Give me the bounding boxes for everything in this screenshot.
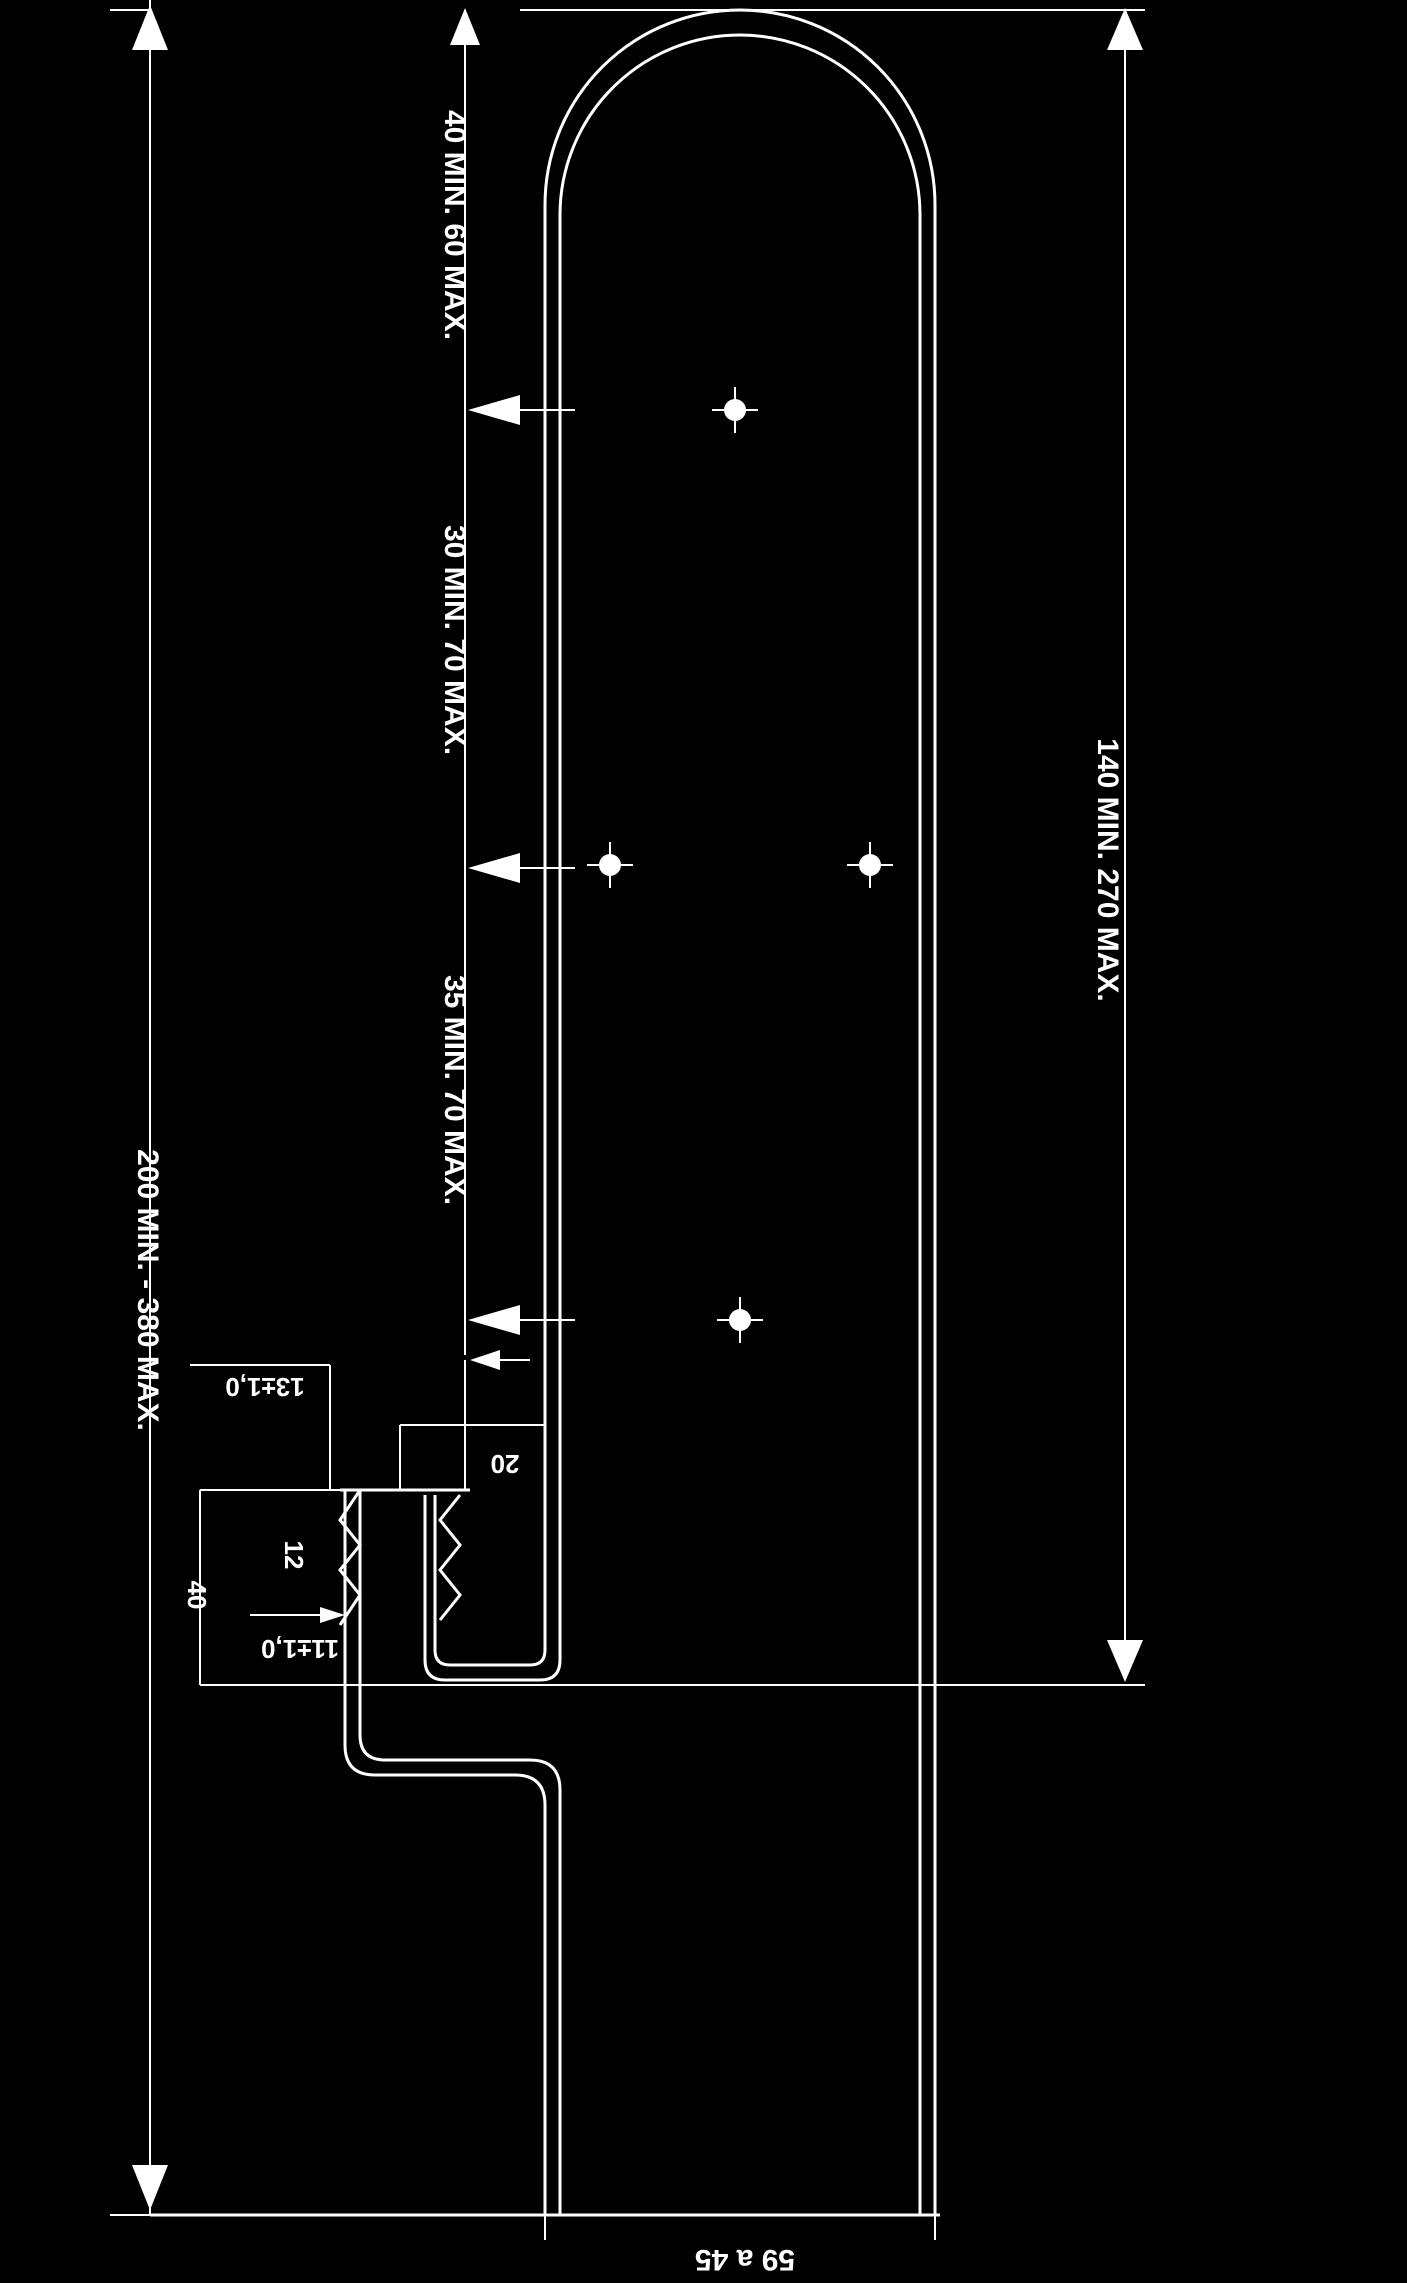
section-dimensions: 40 MIN. 60 MAX. 30 MIN. 70 MAX. 35 MIN. … bbox=[438, 8, 575, 1355]
crosshair-hole-icon bbox=[587, 842, 633, 888]
arrow-up-icon bbox=[450, 8, 480, 45]
middle-section-label: 30 MIN. 70 MAX. bbox=[438, 525, 471, 755]
reach-dimension: 140 MIN. 270 MAX. bbox=[200, 8, 1145, 1686]
arrow-down-icon bbox=[1107, 1640, 1143, 1682]
overall-dimension-label: 200 MIN. - 380 MAX. bbox=[131, 1149, 164, 1431]
crosshair-hole-icon bbox=[847, 842, 893, 888]
depth-label: 40 bbox=[182, 1581, 212, 1610]
offset-top-label: 13±1,0 bbox=[225, 1372, 304, 1402]
arrow-down-icon bbox=[132, 2165, 168, 2210]
arrow-right-icon bbox=[320, 1607, 345, 1623]
profile-outline bbox=[150, 8, 940, 2240]
clearance-label: 20 bbox=[491, 1449, 520, 1479]
top-section-label: 40 MIN. 60 MAX. bbox=[438, 110, 471, 340]
base-width-label: 59 a 45 bbox=[695, 2243, 795, 2276]
crosshair-hole-icon bbox=[712, 387, 758, 433]
mounting-holes bbox=[587, 387, 893, 1343]
thread-label: 12 bbox=[279, 1541, 309, 1570]
thread-teeth bbox=[338, 1488, 470, 1626]
clip-dimensions: 40 11±1,0 13±1,0 12 20 bbox=[182, 1350, 545, 1685]
arrow-up-icon bbox=[132, 5, 168, 50]
arrow-left-icon bbox=[468, 853, 520, 883]
arrow-left-icon bbox=[468, 1305, 520, 1335]
lower-section-label: 35 MIN. 70 MAX. bbox=[438, 975, 471, 1205]
offset-bottom-label: 11±1,0 bbox=[261, 1634, 339, 1664]
crosshair-hole-icon bbox=[717, 1297, 763, 1343]
arrow-left-icon bbox=[470, 1350, 500, 1370]
arrow-up-icon bbox=[1107, 8, 1143, 50]
reach-dimension-label: 140 MIN. 270 MAX. bbox=[1091, 738, 1124, 1001]
arrow-left-icon bbox=[468, 395, 520, 425]
